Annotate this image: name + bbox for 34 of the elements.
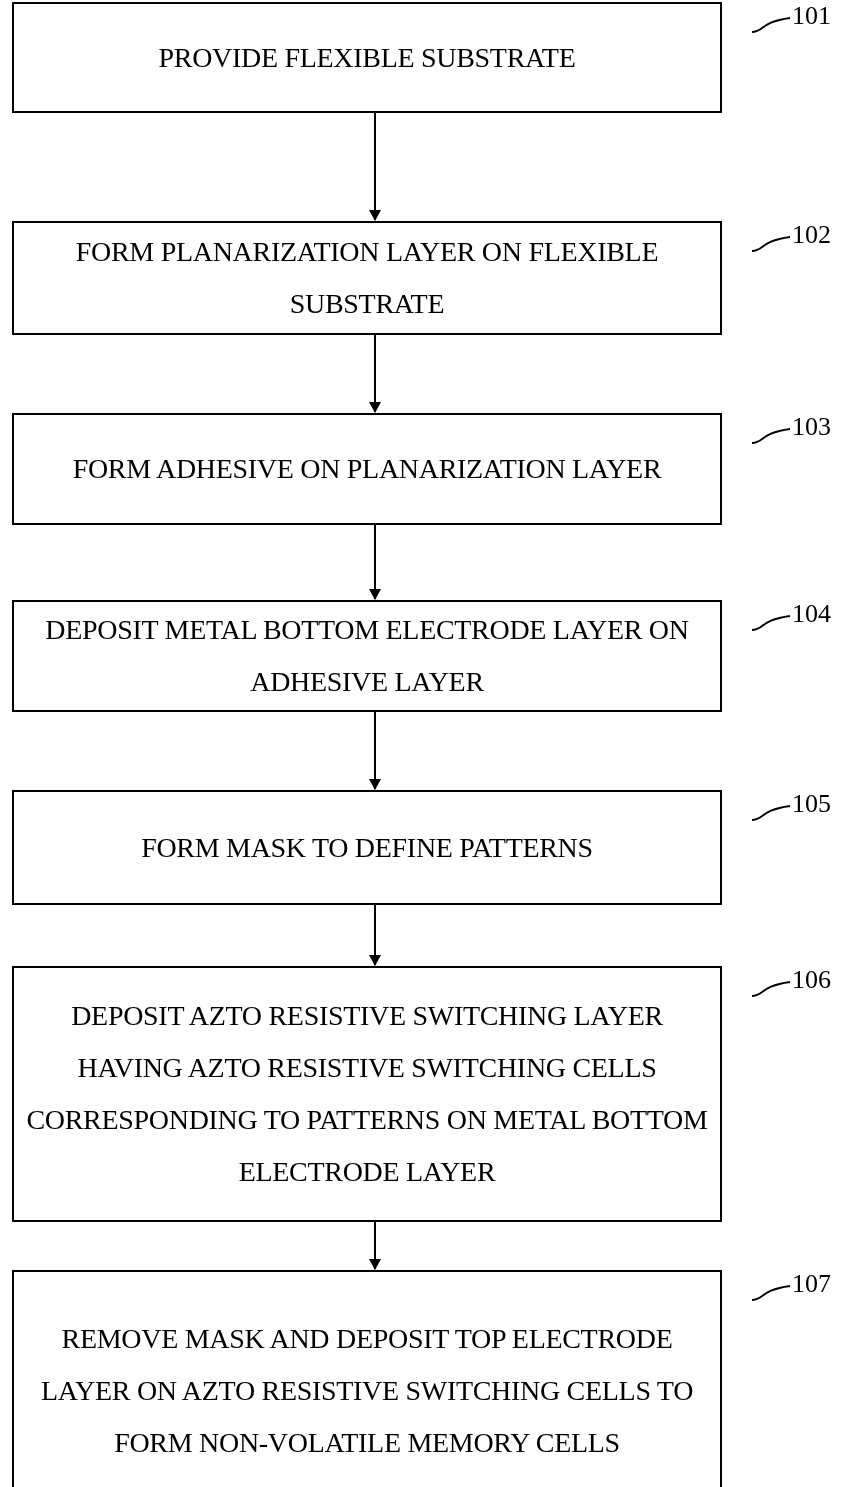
arrow — [369, 711, 381, 790]
arrow — [369, 112, 381, 221]
step-text: PROVIDE FLEXIBLE SUBSTRATE — [158, 40, 576, 75]
step-text: FORM MASK TO DEFINE PATTERNS — [141, 830, 593, 865]
callout-number: 101 — [792, 0, 831, 32]
leader-line — [751, 428, 791, 444]
process-box — [12, 1270, 722, 1487]
step-text: DEPOSIT AZTO RESISTIVE SWITCHING LAYER HAVING AZTO RESISTIVE SWITCHING CELLS CORRESPONDING TO PATTERNS ON METAL BOTTOM ELECTRODE LAYER — [26, 999, 708, 1189]
callout-number: 105 — [792, 788, 831, 820]
process-box — [12, 221, 722, 335]
step-text: FORM ADHESIVE ON PLANARIZATION LAYER — [72, 452, 662, 486]
arrow — [369, 334, 381, 413]
process-box — [12, 600, 722, 712]
leader-line — [751, 17, 791, 33]
leader-line — [751, 1285, 791, 1301]
process-box — [12, 413, 722, 525]
arrow — [369, 904, 381, 966]
callout-number: 102 — [792, 219, 831, 251]
step-text: DEPOSIT METAL BOTTOM ELECTRODE LAYER ON ADHESIVE LAYER — [44, 613, 690, 699]
callout-number: 107 — [792, 1268, 831, 1300]
leader-line — [751, 981, 791, 997]
process-box — [12, 790, 722, 905]
arrow — [369, 524, 381, 600]
leader-line — [751, 615, 791, 631]
leader-line — [751, 236, 791, 252]
process-box — [12, 966, 722, 1222]
callout-number: 103 — [792, 411, 831, 443]
callout-number: 104 — [792, 598, 831, 630]
callout-number: 106 — [792, 964, 831, 996]
step-text: FORM PLANARIZATION LAYER ON FLEXIBLE SUBSTRATE — [74, 235, 660, 321]
process-box — [12, 2, 722, 113]
step-text: REMOVE MASK AND DEPOSIT TOP ELECTRODE LAYER ON AZTO RESISTIVE SWITCHING CELLS TO FORM NON-VOLATILE MEMORY CELLS — [39, 1322, 695, 1460]
leader-line — [751, 805, 791, 821]
arrow — [369, 1221, 381, 1270]
